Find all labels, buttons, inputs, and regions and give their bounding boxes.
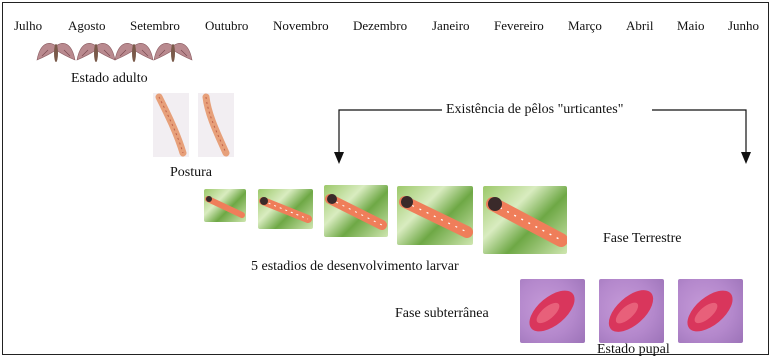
- egg-cluster-icon: [198, 93, 234, 157]
- terrestrial-phase-label: Fase Terrestre: [603, 231, 682, 246]
- pupa-icon: [520, 279, 585, 343]
- adult-stage-label: Estado adulto: [71, 71, 148, 86]
- caterpillar-icon: [324, 185, 388, 237]
- egg-laying-label: Postura: [170, 165, 212, 180]
- month-setembro: Setembro: [130, 18, 180, 33]
- moth-icon: [114, 43, 154, 62]
- month-maio: Maio: [677, 18, 705, 33]
- month-fevereiro: Fevereiro: [494, 18, 544, 33]
- larval-stages-label: 5 estadios de desenvolvimento larvar: [251, 259, 459, 274]
- month-outubro: Outubro: [205, 18, 249, 33]
- pupal-stage-label: Estado pupal: [597, 342, 670, 357]
- urticating-hairs-label: Existência de pêlos "urticantes": [446, 102, 624, 117]
- month-janeiro: Janeiro: [432, 18, 470, 33]
- month-marco: Março: [568, 18, 602, 33]
- month-agosto: Agosto: [68, 18, 106, 33]
- moth-icon: [153, 43, 193, 62]
- subterranean-phase-label: Fase subterrânea: [395, 306, 489, 321]
- month-abril: Abril: [626, 18, 654, 33]
- caterpillar-icon: [204, 189, 246, 222]
- month-dezembro: Dezembro: [353, 18, 408, 33]
- caterpillar-icon: [258, 189, 313, 229]
- caterpillar-icon: [483, 186, 567, 254]
- diagram-frame: [2, 2, 769, 355]
- month-julho: Julho: [14, 18, 43, 33]
- pupa-icon: [599, 279, 664, 343]
- moth-icon: [36, 43, 76, 62]
- month-junho: Junho: [728, 18, 760, 33]
- pupa-icon: [678, 279, 743, 343]
- egg-cluster-icon: [153, 93, 189, 157]
- caterpillar-icon: [397, 186, 473, 245]
- month-novembro: Novembro: [273, 18, 329, 33]
